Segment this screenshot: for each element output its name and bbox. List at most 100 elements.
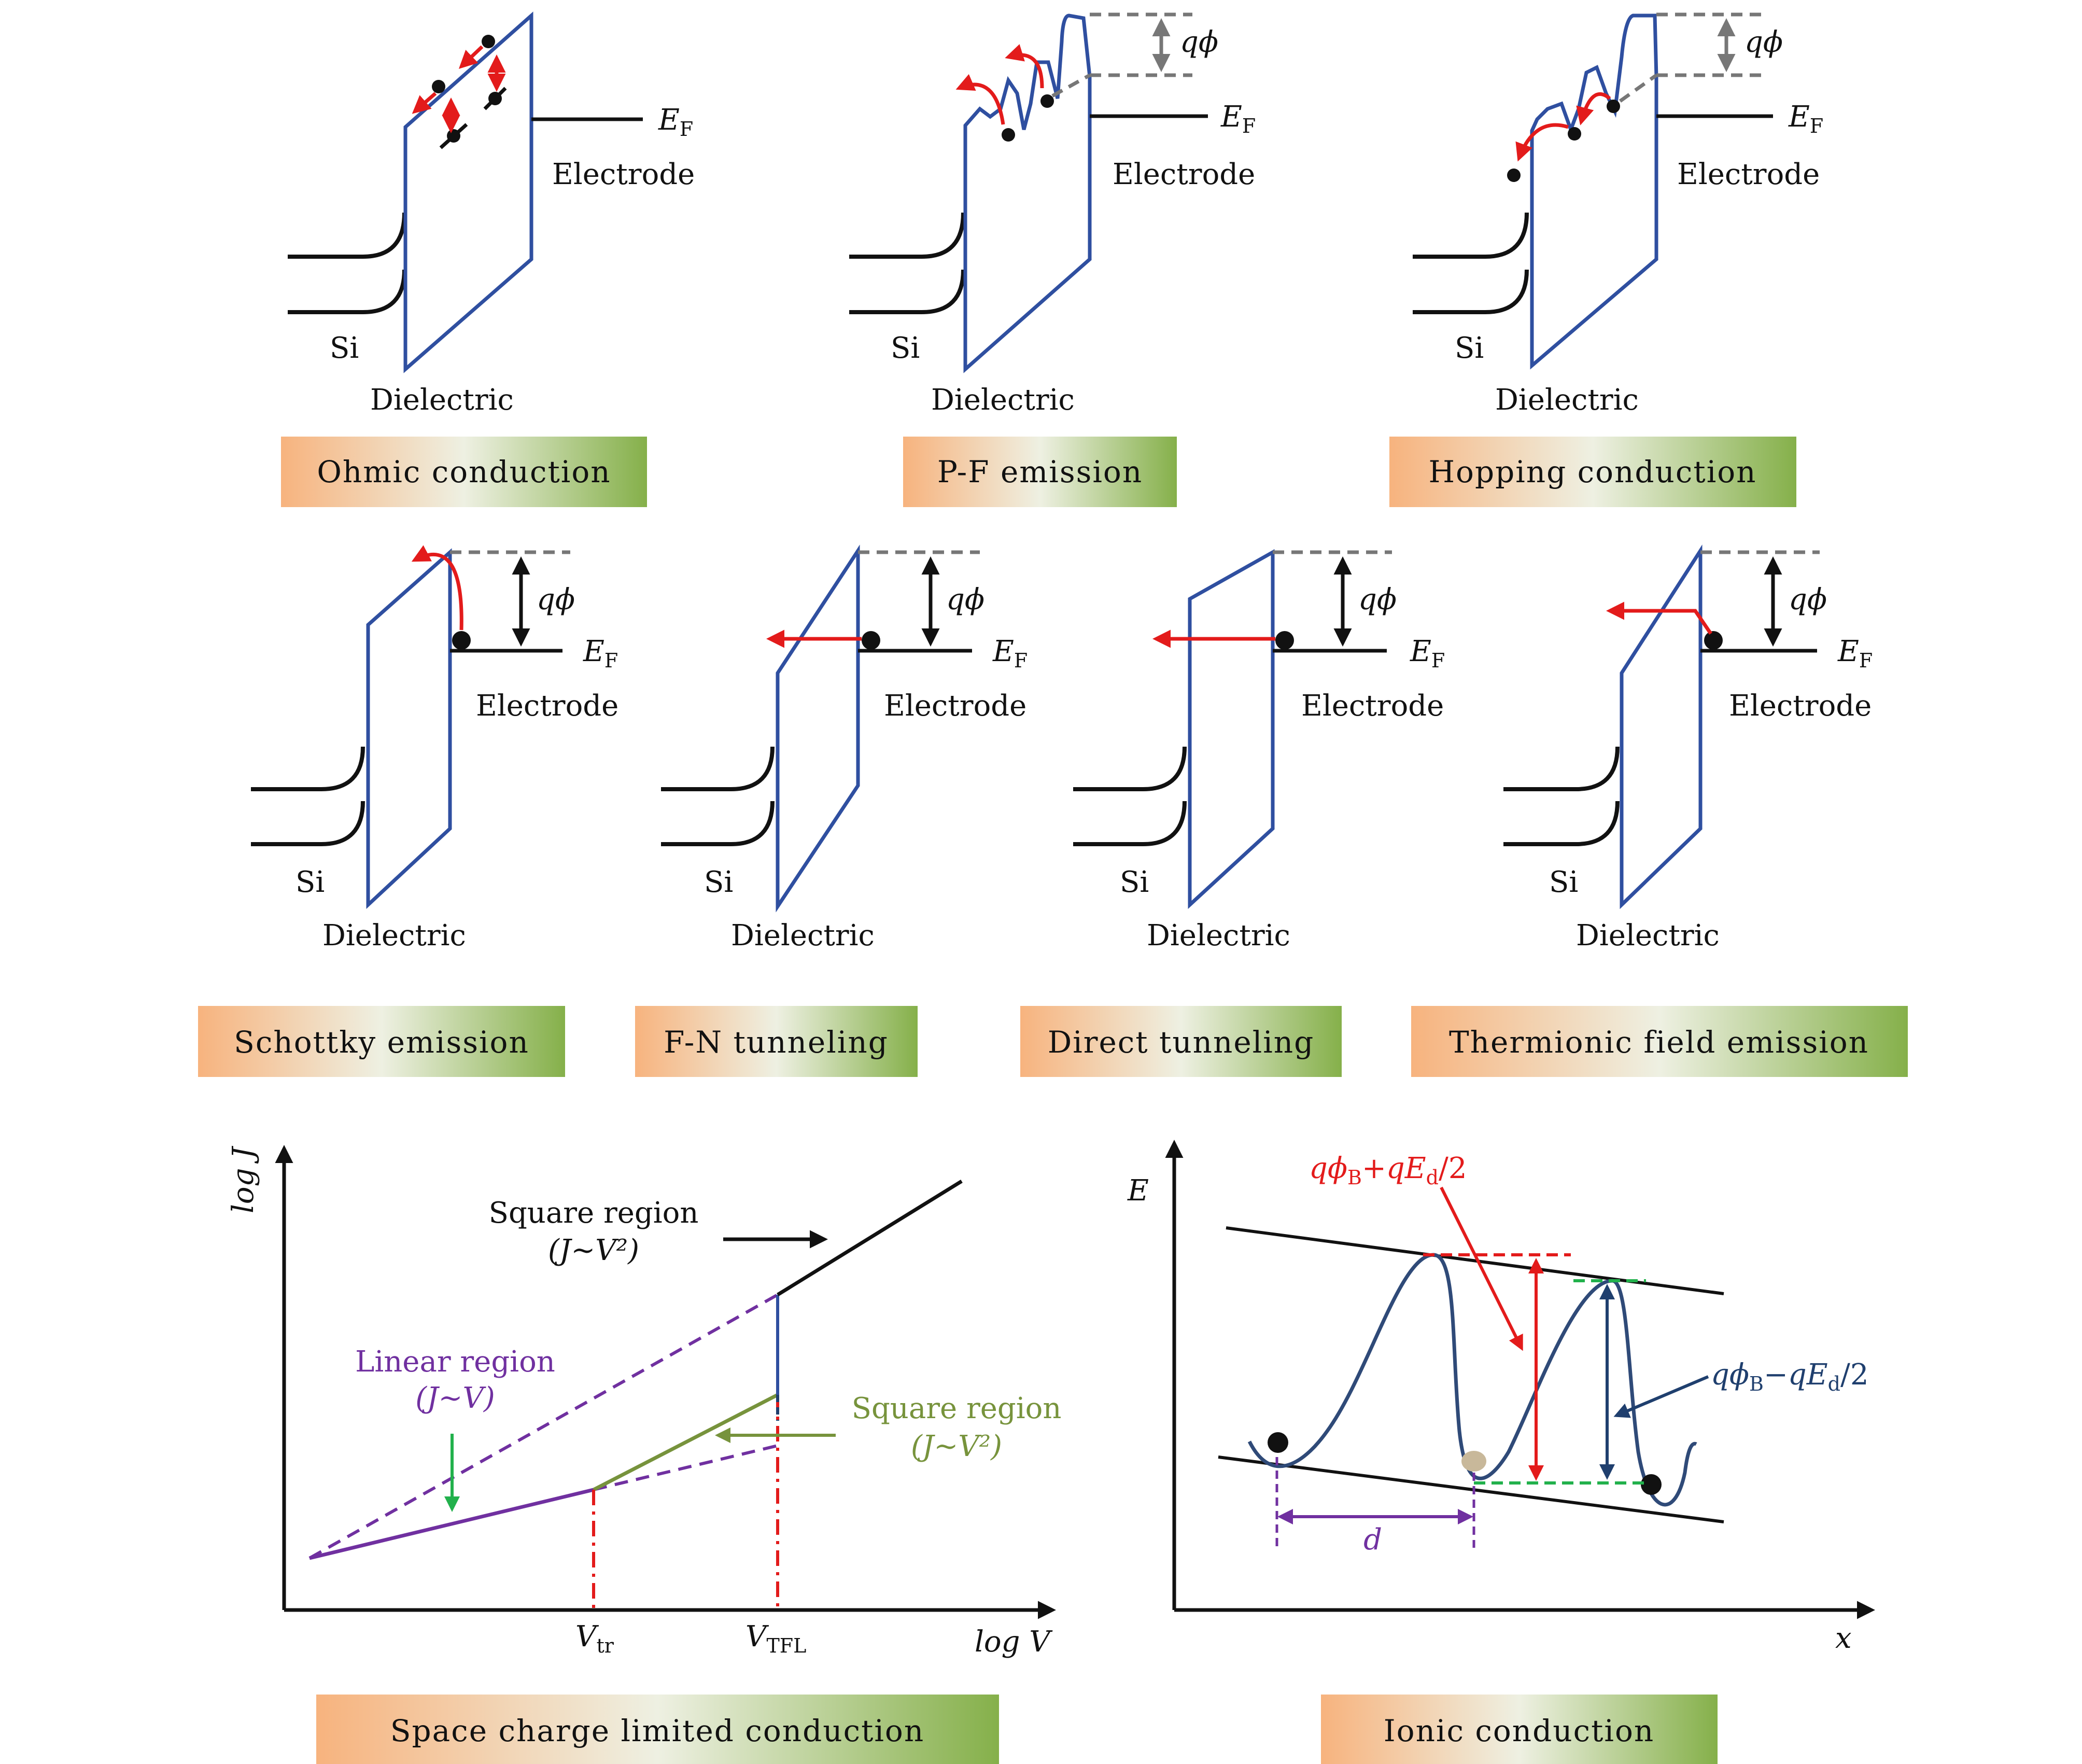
- lower-boundary-line: [1218, 1455, 1724, 1523]
- qphi-label: qϕ: [537, 583, 575, 617]
- ef-label: EF: [658, 103, 693, 141]
- y-axis-label: E: [1127, 1174, 1149, 1208]
- si-band-upper: [1503, 746, 1620, 791]
- y-axis-label: log J: [227, 1145, 260, 1213]
- emission-arrow: [411, 545, 463, 631]
- dielectric-label: Dielectric: [1576, 919, 1720, 953]
- barrier-bottom-dashed: [1619, 74, 1658, 103]
- panel-fn-tunneling: qϕ EF Electrode Si Dielectric F-N tunnel…: [635, 544, 1028, 1077]
- caption-box: [1411, 1006, 1908, 1077]
- square-region-top-label: Square region: [489, 1196, 699, 1230]
- linear-region-line: [309, 1488, 594, 1560]
- barrier-bottom-dashed: [1051, 73, 1091, 98]
- dielectric-band: [963, 13, 1092, 373]
- square-region-mid-label: Square region: [852, 1392, 1062, 1425]
- qphi-label: qϕ: [1358, 583, 1397, 617]
- panel-direct-tunneling: qϕ EF Electrode Si Dielectric Direct tun…: [1020, 549, 1445, 1077]
- si-band-lower: [849, 269, 965, 314]
- ef-label: EF: [1837, 635, 1873, 672]
- dielectric-label: Dielectric: [1147, 919, 1290, 953]
- caption-box: [198, 1006, 565, 1077]
- caption-thermionic: Thermionic field emission: [1449, 1025, 1869, 1060]
- hop-arrow: [458, 45, 484, 69]
- si-band-upper: [1073, 746, 1187, 791]
- dielectric-label: Dielectric: [931, 383, 1075, 417]
- si-band-lower: [288, 269, 406, 314]
- caption-ionic: Ionic conduction: [1384, 1713, 1655, 1748]
- hop-arrow: [412, 92, 437, 114]
- electron: [488, 92, 502, 105]
- electron: [452, 631, 471, 650]
- d-label: d: [1363, 1523, 1382, 1557]
- ef-label: EF: [1410, 635, 1445, 672]
- caption-ohmic: Ohmic conduction: [317, 454, 611, 489]
- si-label: Si: [296, 865, 325, 899]
- dielectric-band: [776, 544, 860, 913]
- electrode-label: Electrode: [476, 689, 618, 723]
- emission-arrow: [1606, 601, 1712, 635]
- panel-thermionic-field: qϕ EF Electrode Si Dielectric Thermionic…: [1411, 544, 1908, 1077]
- dielectric-label: Dielectric: [731, 919, 875, 953]
- caption-box: [635, 1006, 918, 1077]
- caption-box: [281, 437, 647, 507]
- ef-label: EF: [992, 635, 1028, 672]
- electron: [862, 631, 880, 650]
- dielectric-label: Dielectric: [370, 383, 514, 417]
- linear-dashed-continuation: [593, 1444, 778, 1491]
- mobile-ion: [1641, 1474, 1662, 1495]
- panel-pf-emission: qϕ EF Electrode Si Dielectric P-F emissi…: [849, 12, 1256, 507]
- barrier-minus-label: qϕB−qEd/2: [1711, 1358, 1868, 1395]
- si-band-lower: [1503, 801, 1620, 846]
- si-band-upper: [288, 212, 406, 259]
- si-label: Si: [330, 331, 359, 365]
- square-region-olive: [593, 1393, 779, 1492]
- vtfl-label: VTFL: [745, 1620, 806, 1657]
- dielectric-band: [1188, 549, 1275, 909]
- panel-schottky: qϕ EF Electrode Si Dielectric Schottky e…: [198, 545, 618, 1077]
- barrier-plus-label: qϕB+qEd/2: [1309, 1152, 1467, 1189]
- ef-label: EF: [1788, 100, 1823, 137]
- panel-sclc: log J log V Vtr VTFL Square region (J~V²…: [227, 1145, 1061, 1764]
- qphi-label: qϕ: [1180, 25, 1218, 59]
- caption-box: [1321, 1695, 1718, 1764]
- dielectric-band: [366, 548, 452, 909]
- si-label: Si: [891, 331, 920, 365]
- si-label: Si: [1455, 331, 1484, 365]
- upper-boundary-line: [1226, 1226, 1724, 1295]
- label-plus-pointer: [1440, 1186, 1523, 1351]
- electrode-label: Electrode: [1677, 158, 1820, 191]
- electrode-label: Electrode: [1301, 689, 1444, 723]
- caption-schottky: Schottky emission: [234, 1025, 529, 1060]
- linear-region-label: Linear region: [355, 1345, 555, 1379]
- x-axis-label: x: [1835, 1621, 1852, 1655]
- si-band-upper: [661, 746, 775, 791]
- caption-box: [903, 437, 1177, 507]
- vtr-label: Vtr: [575, 1620, 614, 1657]
- emission-arrow: [1005, 44, 1044, 89]
- electrode-label: Electrode: [552, 158, 695, 191]
- caption-box: [1389, 437, 1796, 507]
- dielectric-band: [1620, 544, 1703, 909]
- si-band-lower: [1413, 269, 1529, 314]
- caption-box: [316, 1695, 999, 1764]
- electron: [1507, 169, 1521, 182]
- caption-direct: Direct tunneling: [1048, 1025, 1315, 1060]
- caption-hopping: Hopping conduction: [1428, 454, 1756, 489]
- si-band-upper: [251, 746, 365, 791]
- electron: [447, 129, 460, 143]
- electrode-label: Electrode: [1729, 689, 1872, 723]
- ef-label: EF: [1220, 100, 1256, 137]
- si-label: Si: [704, 865, 733, 899]
- electron: [1040, 94, 1054, 108]
- electron: [482, 35, 495, 48]
- electrode-label: Electrode: [884, 689, 1026, 723]
- linear-dashed-extension: [308, 1293, 779, 1560]
- electrode-label: Electrode: [1113, 158, 1255, 191]
- square-region-mid-formula: (J~V²): [911, 1430, 1002, 1463]
- caption-box: [1020, 1006, 1342, 1077]
- hop-arrow: [1515, 123, 1569, 162]
- hop-arrow: [1576, 92, 1611, 125]
- panel-ionic: E x qϕB+qEd/2 qϕB−qEd/2 d Ionic conducti…: [1127, 1140, 1875, 1764]
- label-minus-pointer: [1613, 1375, 1709, 1418]
